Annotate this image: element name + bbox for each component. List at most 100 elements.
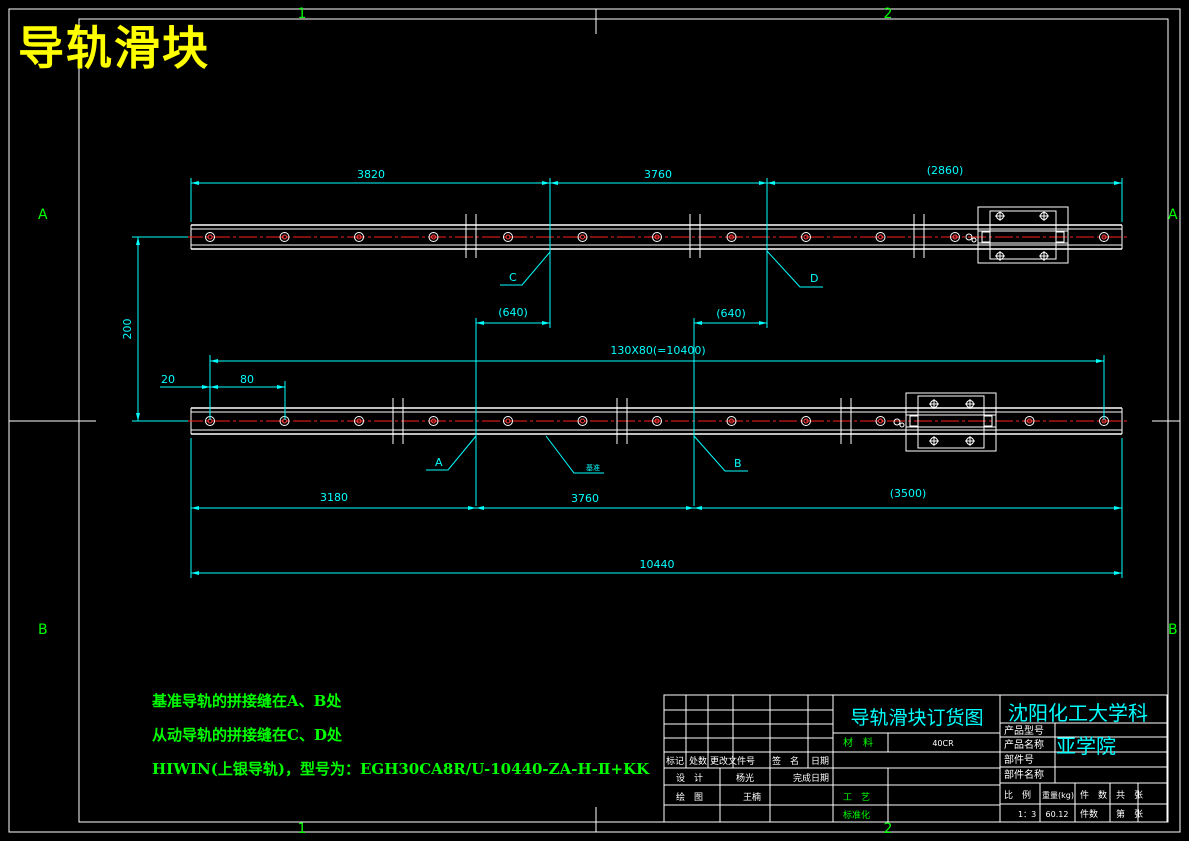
rail-hole-center (580, 418, 585, 424)
scale-label: 比 例 (1004, 789, 1031, 801)
rail-hole (577, 416, 588, 426)
dim-mid-right: (640) (716, 307, 746, 320)
note-datum-joint: 基准导轨的拼接缝在A、B处 (152, 692, 342, 710)
callout-a: A (435, 456, 443, 469)
top-rail-holes (205, 232, 1109, 242)
dimension-arrows (136, 181, 1122, 575)
design-label: 设 计 (676, 772, 703, 784)
rail-hole (428, 232, 439, 242)
rail-hole-center (654, 418, 660, 424)
finish-date-label: 完成日期 (793, 772, 829, 784)
rail-hole (354, 416, 364, 426)
rail-hole-center (282, 234, 287, 240)
rail-hole (652, 232, 662, 242)
top-rail (185, 214, 1130, 258)
rail-hole (1099, 232, 1109, 242)
rev-header-4: 签 名 (772, 755, 799, 767)
bottom-slider-bolts (929, 399, 975, 446)
part-no-label: 部件号 (1004, 753, 1034, 766)
title-block-text: 导轨滑块订货图 沈阳化工大学科 亚学院 材 料 40CR 产品型号 产品名称 部… (666, 701, 1148, 821)
designer: 杨光 (736, 772, 754, 784)
rail-hole (652, 416, 662, 426)
rail-hole-center (1027, 418, 1032, 424)
dim-mid-left: (640) (498, 306, 528, 319)
piece-label: 件数 (1080, 808, 1098, 820)
rail-hole (577, 232, 588, 242)
scale-value: 1：3 (1018, 810, 1036, 819)
zone-row-a-right: A (1168, 207, 1178, 223)
rail-hole-center (803, 418, 809, 424)
dim-height: 200 (121, 319, 134, 340)
note-follower-joint: 从动导轨的拼接缝在C、D处 (152, 726, 342, 744)
rail-hole (1024, 416, 1035, 426)
rail-hole-center (803, 234, 809, 240)
note-model: HIWIN(上银导轨)，型号为：EGH30CA8R/U-10440-ZA-H-Ⅱ… (152, 760, 650, 778)
dim-bottom-1: 3180 (320, 491, 348, 504)
callout-d: D (810, 272, 818, 285)
zone-col-1-bottom: 1 (298, 821, 307, 837)
drafter-label: 绘 图 (676, 791, 703, 803)
material-value: 40CR (932, 739, 954, 748)
rail-hole-center (356, 418, 362, 424)
rail-hole-center (878, 234, 883, 240)
dim-total: 10440 (640, 558, 675, 571)
rail-hole (726, 416, 737, 426)
rail-hole (801, 416, 811, 426)
rail-hole-center (729, 418, 734, 424)
rail-hole-center (207, 234, 213, 240)
product-model-label: 产品型号 (1004, 724, 1044, 737)
zone-row-a-left: A (38, 207, 48, 223)
rev-header-5: 日期 (811, 756, 829, 767)
rail-hole (875, 416, 886, 426)
frame-ticks (9, 9, 1180, 832)
callout-c: C (509, 271, 517, 284)
rev-header-1: 标记 (666, 755, 684, 767)
rail-hole (428, 416, 439, 426)
rail-hole-center (505, 418, 511, 424)
bottom-slider-block (893, 392, 997, 452)
rail-hole-center (878, 418, 883, 424)
drawing-name: 导轨滑块订货图 (850, 707, 983, 729)
total-sheets-label: 共 张 (1116, 790, 1143, 801)
rail-hole-center (356, 234, 362, 240)
company-line-1: 沈阳化工大学科 (1008, 701, 1148, 725)
dim-bottom-3: (3500) (890, 487, 927, 500)
dim-top-2: 3760 (644, 168, 672, 181)
zone-row-b-left: B (38, 622, 48, 638)
product-name-label: 产品名称 (1004, 738, 1044, 751)
title-block (663, 694, 1168, 823)
dim-edge: 20 (161, 373, 175, 386)
drafter: 王楠 (743, 791, 761, 803)
bottom-rail (185, 398, 1130, 444)
rail-hole-center (431, 418, 436, 424)
rail-hole (503, 232, 513, 242)
rev-header-2: 处数 (689, 755, 707, 767)
sheet-label: 第 张 (1116, 808, 1143, 820)
dimension-texts: 3820 3760 (2860) (640) (640) 130X80(=104… (121, 164, 963, 571)
weight-value: 60.12 (1046, 810, 1069, 819)
dim-top-1: 3820 (357, 168, 385, 181)
zone-col-2-top: 2 (884, 6, 893, 22)
callout-leaders (426, 250, 823, 474)
process-label: 工 艺 (843, 792, 870, 803)
top-slider-bolts (995, 211, 1049, 261)
rail-hole (503, 416, 513, 426)
dimension-lines (132, 178, 1123, 578)
rail-hole (354, 232, 364, 242)
zone-row-b-right: B (1168, 622, 1178, 638)
rail-hole-center (952, 234, 958, 240)
company-line-2: 亚学院 (1056, 734, 1116, 758)
count-label: 件 数 (1080, 789, 1107, 801)
dim-pitch: 130X80(=10400) (610, 344, 705, 357)
rail-hole-center (505, 234, 511, 240)
rail-hole (875, 232, 886, 242)
dim-bottom-2: 3760 (571, 492, 599, 505)
material-label: 材 料 (843, 736, 873, 749)
dim-hole: 80 (240, 373, 254, 386)
rail-hole (950, 232, 960, 242)
top-slider-block (965, 206, 1069, 264)
weight-label: 重量(kg) (1042, 790, 1074, 800)
rail-hole-center (431, 234, 436, 240)
standard-label: 标准化 (843, 809, 870, 821)
